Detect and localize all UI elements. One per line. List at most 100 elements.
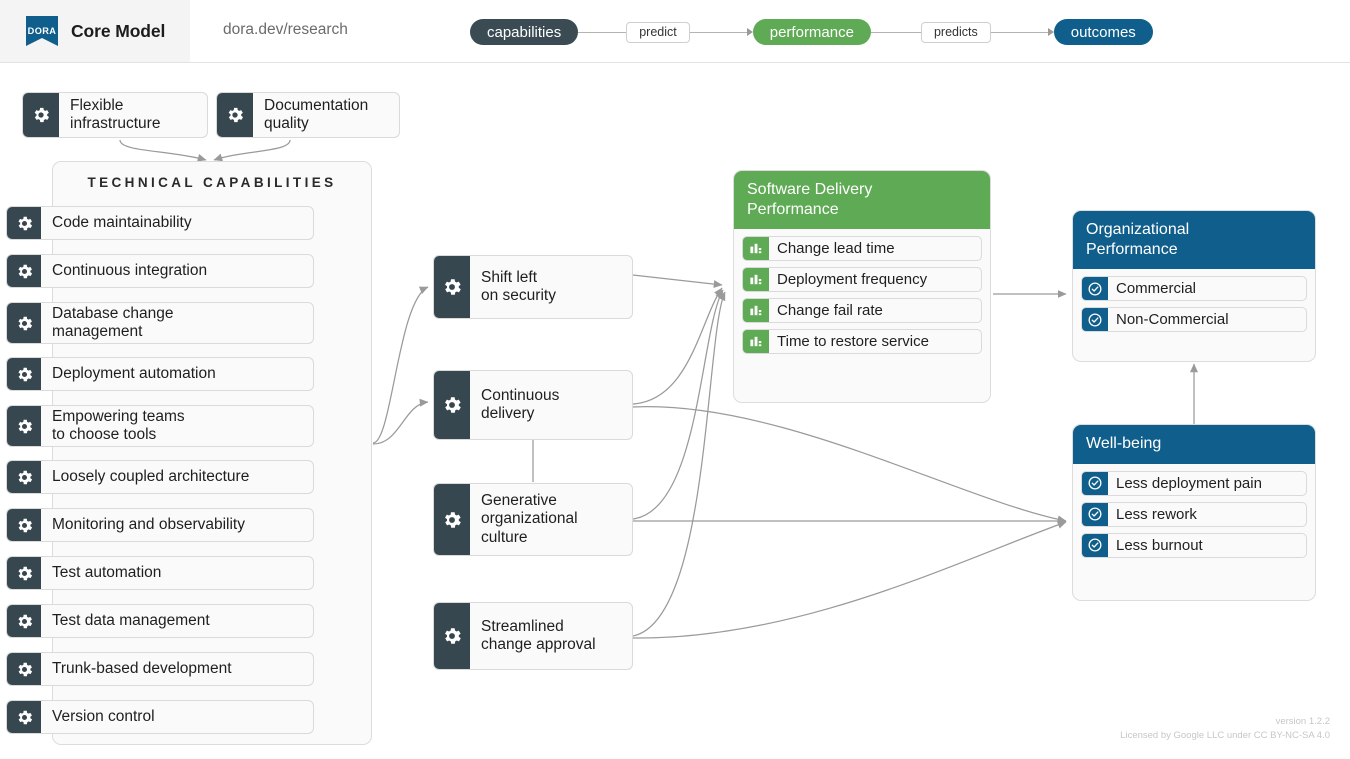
tech-capability-label: Test automation (52, 563, 162, 581)
logo-title: Core Model (71, 20, 166, 41)
well-being-list: Less deployment pain Less rework Less bu… (1073, 464, 1315, 567)
pipeline-arrow-1 (746, 28, 753, 36)
metric-label: Deployment frequency (777, 271, 928, 289)
capability-chip-generative-organizational-culture[interactable]: Generative organizational culture (433, 483, 633, 556)
pipeline-label-predicts: predicts (920, 21, 991, 43)
capability-chip-label: Streamlined change approval (481, 617, 596, 653)
gear-icon (434, 603, 470, 669)
capability-chip-label: Generative organizational culture (481, 492, 578, 546)
gear-icon (7, 207, 41, 239)
pipeline-pill-outcomes[interactable]: outcomes (1053, 19, 1153, 45)
tech-capability-test-automation[interactable]: Test automation (6, 556, 314, 590)
outcome-label: Less burnout (1116, 536, 1203, 554)
tech-capability-label: Trunk-based development (52, 659, 232, 677)
bar-chart-icon (743, 237, 769, 261)
outcome-label: Less deployment pain (1116, 474, 1262, 492)
tech-capability-database-change-management[interactable]: Database change management (6, 302, 314, 344)
gear-icon (434, 256, 470, 318)
tech-capability-label: Code maintainability (52, 213, 192, 231)
tech-capability-label: Version control (52, 707, 155, 725)
gear-icon (7, 255, 41, 287)
metric-time-to-restore-service[interactable]: Time to restore service (742, 329, 982, 355)
tech-capability-label: Monitoring and observability (52, 515, 245, 533)
pipeline-label-predict: predict (626, 21, 690, 43)
tech-capability-deployment-automation[interactable]: Deployment automation (6, 357, 314, 391)
pipeline-flow: capabilities predict performance predict… (470, 19, 1153, 45)
gear-icon (7, 358, 41, 390)
check-circle-icon (1082, 308, 1108, 332)
outcome-non-commercial[interactable]: Non-Commercial (1081, 307, 1307, 333)
capability-chip-label: Flexible infrastructure (70, 96, 161, 132)
bar-chart-icon (743, 268, 769, 292)
license-text: Licensed by Google LLC under CC BY-NC-SA… (1120, 729, 1330, 741)
outcome-less-burnout[interactable]: Less burnout (1081, 532, 1307, 558)
pipeline-arrow-2 (1047, 28, 1054, 36)
outcome-label: Less rework (1116, 505, 1197, 523)
gear-icon (7, 509, 41, 541)
metric-change-lead-time[interactable]: Change lead time (742, 236, 982, 262)
gear-icon (7, 557, 41, 589)
outcome-commercial[interactable]: Commercial (1081, 276, 1307, 302)
gear-icon (434, 484, 470, 555)
pipeline-connector-1 (578, 31, 627, 33)
tech-capability-trunk-based-development[interactable]: Trunk-based development (6, 652, 314, 686)
outcome-less-deployment-pain[interactable]: Less deployment pain (1081, 470, 1307, 496)
capability-chip-documentation-quality[interactable]: Documentation quality (216, 92, 400, 138)
tech-capability-label: Deployment automation (52, 364, 216, 382)
gear-icon (7, 406, 41, 446)
software-delivery-performance-list: Change lead time Deployment frequency Ch… (734, 229, 990, 363)
check-circle-icon (1082, 471, 1108, 495)
capability-chip-label: Shift left on security (481, 268, 556, 304)
tech-capability-continuous-integration[interactable]: Continuous integration (6, 254, 314, 288)
footer-note: version 1.2.2 Licensed by Google LLC und… (1120, 715, 1330, 744)
bar-chart-icon (743, 299, 769, 323)
capability-chip-label: Documentation quality (264, 96, 369, 132)
software-delivery-performance-title: Software Delivery Performance (734, 171, 990, 230)
metric-label: Change lead time (777, 240, 895, 258)
organizational-performance-title: Organizational Performance (1073, 211, 1315, 270)
tech-capability-loosely-coupled-architecture[interactable]: Loosely coupled architecture (6, 460, 314, 494)
pipeline-connector-4 (990, 31, 1049, 33)
tech-capability-label: Loosely coupled architecture (52, 467, 250, 485)
tech-capability-version-control[interactable]: Version control (6, 700, 314, 734)
gear-icon (23, 93, 59, 137)
well-being-panel: Well-being Less deployment pain Less rew… (1072, 424, 1316, 601)
pipeline-pill-capabilities[interactable]: capabilities (470, 19, 579, 45)
tech-capability-label: Database change management (52, 304, 174, 340)
research-url[interactable]: dora.dev/research (223, 21, 348, 38)
tech-capability-code-maintainability[interactable]: Code maintainability (6, 206, 314, 240)
gear-icon (7, 461, 41, 493)
tech-capability-monitoring-and-observability[interactable]: Monitoring and observability (6, 508, 314, 542)
gear-icon (217, 93, 253, 137)
metric-deployment-frequency[interactable]: Deployment frequency (742, 267, 982, 293)
organizational-performance-list: Commercial Non-Commercial (1073, 269, 1315, 341)
gear-icon (7, 303, 41, 343)
pipeline-connector-3 (870, 31, 921, 33)
pipeline-connector-2 (689, 31, 748, 33)
capability-chip-continuous-delivery[interactable]: Continuous delivery (433, 370, 633, 440)
gear-icon (7, 605, 41, 637)
dora-logo-icon: DORA (26, 16, 58, 46)
outcome-label: Commercial (1116, 280, 1197, 298)
tech-capability-label: Continuous integration (52, 261, 208, 279)
tech-capability-label: Empowering teams to choose tools (52, 407, 185, 443)
capability-chip-shift-left-on-security[interactable]: Shift left on security (433, 255, 633, 319)
metric-label: Time to restore service (777, 333, 929, 351)
pipeline-pill-performance[interactable]: performance (752, 19, 871, 45)
well-being-title: Well-being (1073, 425, 1315, 464)
gear-icon (7, 653, 41, 685)
page-header: DORA Core Model dora.dev/research capabi… (0, 0, 1350, 63)
capability-chip-flexible-infrastructure[interactable]: Flexible infrastructure (22, 92, 208, 138)
capability-chip-streamlined-change-approval[interactable]: Streamlined change approval (433, 602, 633, 670)
check-circle-icon (1082, 277, 1108, 301)
outcome-less-rework[interactable]: Less rework (1081, 501, 1307, 527)
organizational-performance-panel: Organizational Performance Commercial No… (1072, 210, 1316, 362)
outcome-label: Non-Commercial (1116, 311, 1229, 329)
capability-chip-label: Continuous delivery (481, 386, 560, 422)
version-text: version 1.2.2 (1275, 715, 1330, 727)
tech-capability-test-data-management[interactable]: Test data management (6, 604, 314, 638)
tech-capability-empowering-teams[interactable]: Empowering teams to choose tools (6, 405, 314, 447)
metric-change-fail-rate[interactable]: Change fail rate (742, 298, 982, 324)
check-circle-icon (1082, 502, 1108, 526)
